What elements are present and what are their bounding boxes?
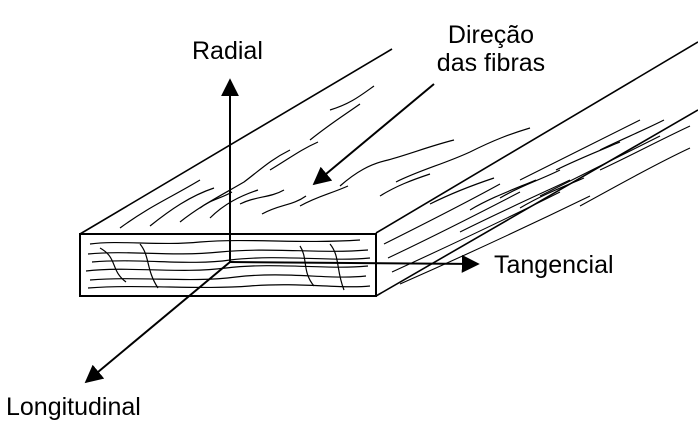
tangential-axis bbox=[229, 254, 480, 273]
axis-arrows bbox=[84, 78, 480, 384]
longitudinal-label: Longitudinal bbox=[6, 393, 141, 421]
side-face-grain bbox=[383, 119, 691, 285]
board-top-face bbox=[79, 41, 698, 235]
top-face-grain bbox=[119, 85, 665, 229]
fiber-direction-label: Direção das fibras bbox=[426, 21, 556, 77]
tangential-label: Tangencial bbox=[494, 251, 614, 279]
board-end-face bbox=[79, 233, 377, 297]
end-grain-rings bbox=[85, 239, 371, 291]
fiber-direction-arrow bbox=[312, 83, 435, 186]
longitudinal-axis bbox=[84, 261, 231, 384]
fiber-direction-label-line1: Direção bbox=[447, 21, 535, 49]
radial-label: Radial bbox=[192, 37, 263, 65]
fiber-direction-label-line2: das fibras bbox=[436, 49, 546, 77]
